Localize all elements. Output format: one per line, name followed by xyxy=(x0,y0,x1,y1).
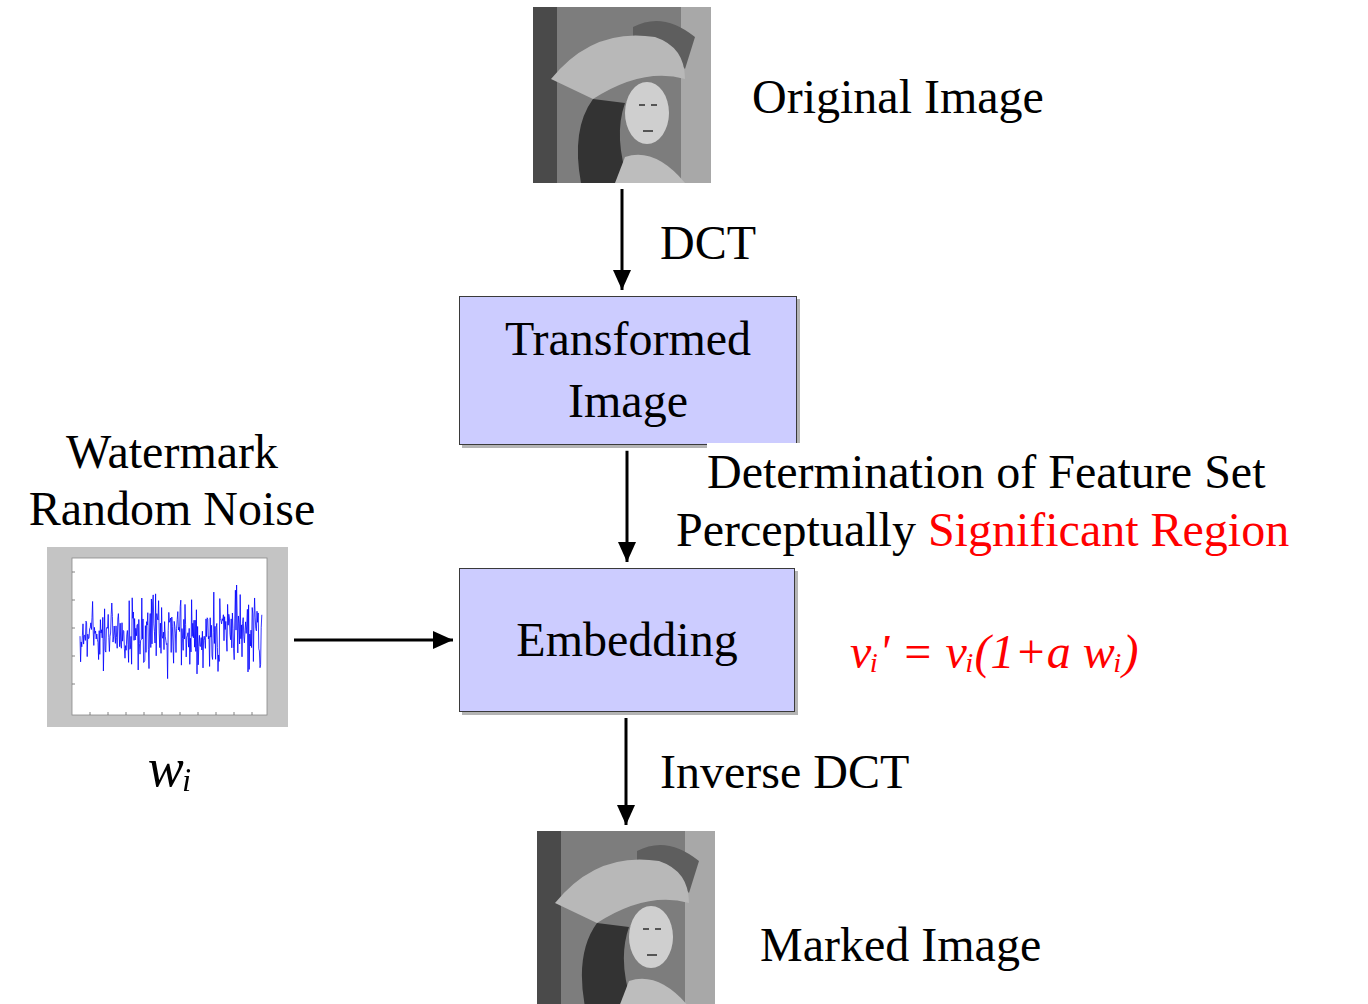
arrow-connector xyxy=(294,639,453,642)
formula: vᵢ' = vᵢ(1+a wᵢ) xyxy=(850,623,1138,681)
highlight-note: Significant Region xyxy=(928,501,1289,559)
process-box: Transformed Image xyxy=(459,296,797,445)
node-label: Embedding xyxy=(516,609,737,671)
process-box: Embedding xyxy=(459,568,795,712)
edge-note: Perceptually xyxy=(676,501,916,559)
node-label: Transformed Image xyxy=(478,308,778,433)
edge-label: Inverse DCT xyxy=(660,743,909,801)
image-node: Marked Image xyxy=(537,831,715,1004)
watermark-label: Watermark Random Noise xyxy=(7,423,337,538)
noise-signal xyxy=(80,585,262,679)
label-row: PerceptuallySignificant Region xyxy=(676,501,1289,559)
noise-plot xyxy=(47,547,288,727)
symbol-label: wᵢ xyxy=(148,736,193,801)
image-label: Marked Image xyxy=(760,916,1041,974)
plot-area xyxy=(72,558,267,715)
original-picture xyxy=(533,7,711,183)
watermark-node: Watermark Random Noisewᵢ xyxy=(47,547,288,727)
plot-frame xyxy=(47,547,288,727)
arrow-connector xyxy=(626,451,629,562)
image-label: Original Image xyxy=(752,68,1044,126)
arrow-connector xyxy=(621,189,624,290)
edge-label: Determination of Feature Set xyxy=(707,443,1266,501)
marked-picture xyxy=(537,831,715,1004)
connector-group xyxy=(294,189,627,825)
image-node: Original Image xyxy=(533,7,711,183)
edge-label: DCT xyxy=(660,214,756,272)
arrow-connector xyxy=(625,718,628,825)
